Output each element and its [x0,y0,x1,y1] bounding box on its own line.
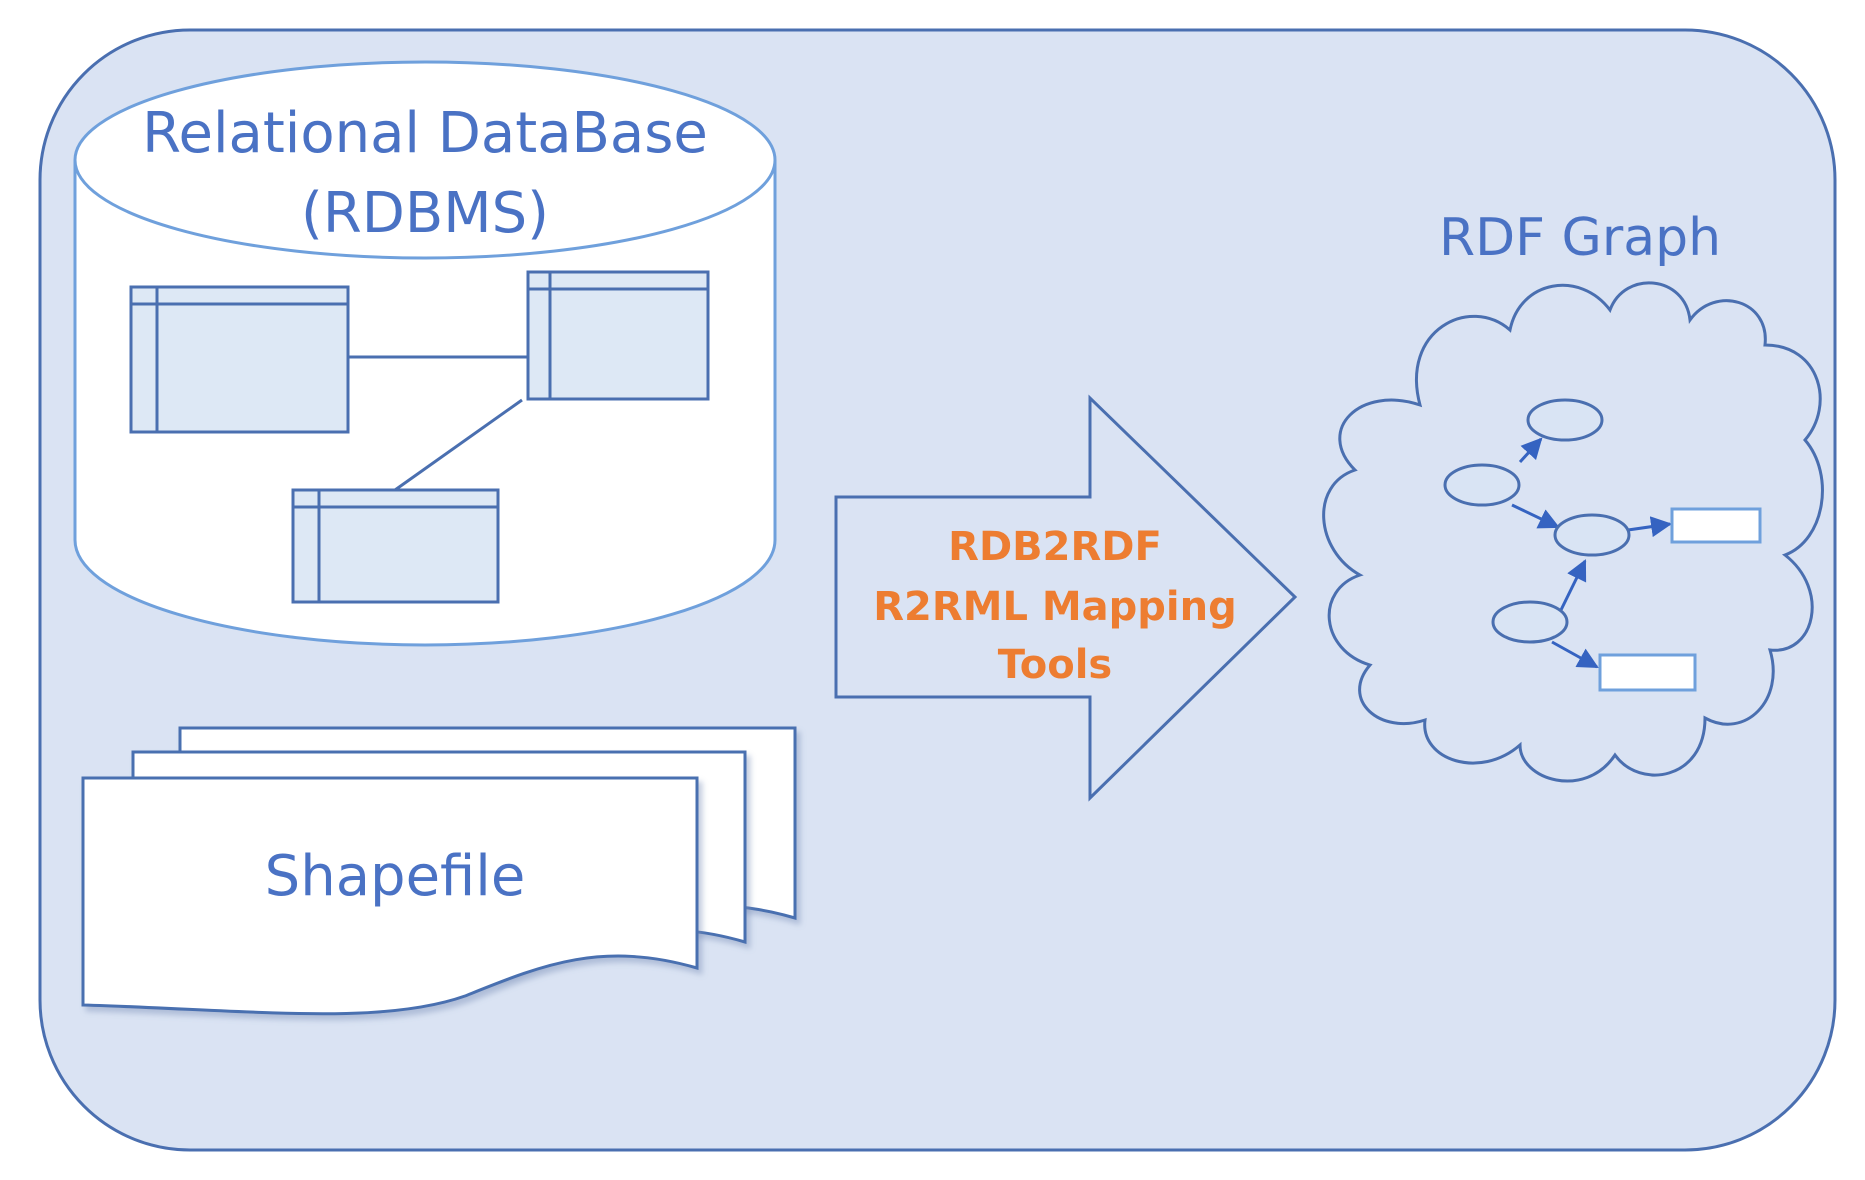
database-title-line2: (RDBMS) [301,181,549,246]
graph-node-2 [1443,463,1521,507]
panel-bottom-crop [0,1152,1865,1180]
relation-line-2 [394,398,523,492]
database-title-line1: Relational DataBase [142,101,708,166]
db-table-1 [129,285,350,434]
graph-edge-2 [1511,503,1560,529]
graph-node-1 [1526,398,1604,442]
mapping-arrow-shape [834,394,1298,802]
graph-edge-4 [1558,559,1587,613]
shapefile-stack: Shapefile [81,726,797,1016]
graph-node-3 [1553,513,1631,557]
mapping-label-line2: R2RML Mapping [873,584,1237,630]
rdf-graph-title: RDF Graph [1439,208,1721,268]
rdf-graph: RDF Graph [1322,208,1824,783]
db-table-3 [291,488,500,604]
mapping-label-line1: RDB2RDF [948,524,1162,570]
shapefile-sheet-front [81,776,699,1016]
db-table-2 [526,270,710,401]
mapping-label-line3: Tools [998,642,1112,688]
graph-edge-5 [1551,640,1599,669]
shapefile-label: Shapefile [265,844,526,909]
database-cylinder: Relational DataBase (RDBMS) [73,60,777,647]
graph-literal-2 [1598,653,1697,692]
cylinder-top [73,60,777,260]
mapping-arrow: RDB2RDF R2RML Mapping Tools [834,394,1298,802]
graph-edge-1 [1518,437,1543,464]
graph-node-4 [1491,600,1569,644]
graph-literal-1 [1670,507,1762,544]
graph-edge-3 [1627,516,1673,538]
